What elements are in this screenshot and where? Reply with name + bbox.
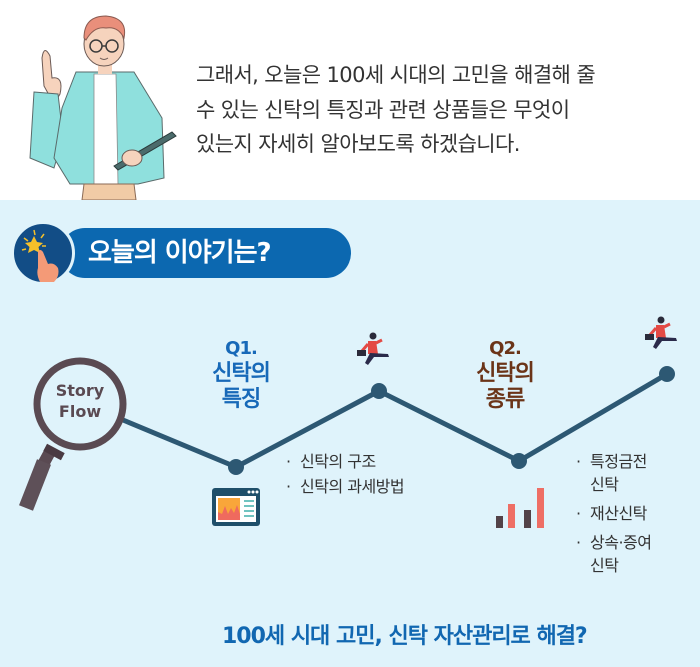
q2-title-line1: 신탁의 bbox=[476, 361, 535, 386]
flow-node bbox=[659, 366, 675, 382]
intro-line: 있는지 자세히 알아보도록 하겠습니다. bbox=[196, 132, 520, 156]
intro-text: 그래서, 오늘은 100세 시대의 고민을 해결해 줄 수 있는 신탁의 특징과… bbox=[196, 58, 696, 162]
list-item: 특정금전 신탁 bbox=[576, 450, 651, 496]
list-item: 신탁의 과세방법 bbox=[286, 474, 405, 499]
story-flow-line1: Story bbox=[55, 381, 105, 400]
runner-icon bbox=[357, 332, 389, 365]
q1-title-line2: 특징 bbox=[221, 387, 261, 412]
flow-node bbox=[511, 453, 527, 469]
q1-number: Q1. bbox=[225, 338, 258, 359]
magnifier-icon bbox=[19, 357, 127, 511]
list-item: 신탁의 구조 bbox=[286, 449, 404, 474]
tagline: 100세 시대 고민, 신탁 자산관리로 해결? bbox=[222, 624, 588, 649]
list-item-line: 신탁 bbox=[590, 556, 619, 575]
flow-node bbox=[371, 383, 387, 399]
star-tap-icon bbox=[11, 221, 75, 285]
list-item: 상속·증여 신탁 bbox=[576, 531, 652, 577]
q1-heading: Q1. 신탁의 특징 bbox=[196, 337, 286, 413]
intro-section: 그래서, 오늘은 100세 시대의 고민을 해결해 줄 수 있는 신탁의 특징과… bbox=[0, 0, 700, 200]
intro-line: 그래서, 오늘은 100세 시대의 고민을 해결해 줄 bbox=[196, 63, 596, 87]
story-flow-line2: Flow bbox=[58, 402, 102, 421]
q2-bullet-list: 특정금전 신탁 재산신탁 상속·증여 신탁 bbox=[576, 450, 652, 583]
browser-chart-icon bbox=[212, 488, 260, 526]
presenter-illustration bbox=[29, 15, 177, 200]
q2-number: Q2. bbox=[489, 338, 522, 359]
header-title: 오늘의 이야기는? bbox=[60, 228, 351, 278]
flow-node bbox=[228, 459, 244, 475]
bar-chart-icon bbox=[496, 488, 544, 528]
list-item-line: 재산신탁 bbox=[590, 504, 647, 523]
q2-heading: Q2. 신탁의 종류 bbox=[460, 337, 550, 413]
list-item: 재산신탁 bbox=[576, 502, 651, 525]
list-item-line: 상속·증여 bbox=[590, 533, 652, 552]
q1-title-line1: 신탁의 bbox=[212, 361, 271, 386]
list-item-line: 특정금전 bbox=[590, 452, 647, 471]
intro-line: 수 있는 신탁의 특징과 관련 상품들은 무엇이 bbox=[196, 97, 570, 122]
q2-title-line2: 종류 bbox=[485, 387, 525, 412]
runner-icon bbox=[645, 316, 677, 349]
story-flow-label: Story Flow bbox=[40, 380, 120, 422]
q1-bullet-list: 신탁의 구조 신탁의 과세방법 bbox=[286, 449, 405, 499]
list-item-line: 신탁 bbox=[590, 475, 619, 494]
